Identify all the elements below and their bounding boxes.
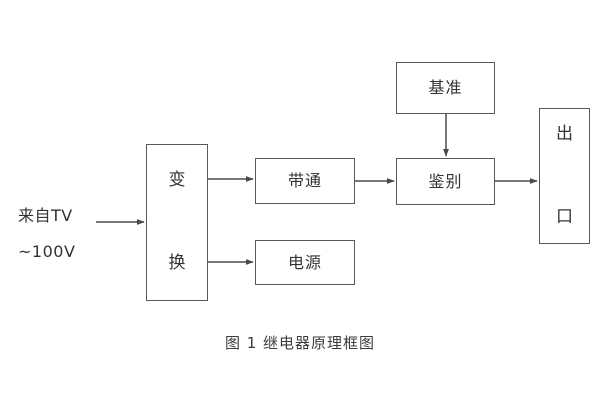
block-discriminate[interactable]: 鉴别 [396,158,495,205]
source-label-line1: 来自TV [18,206,73,225]
block-power-supply-label: 电源 [287,252,322,272]
block-output-label: 出 口 [556,123,573,227]
source-label-line2: ~100V [18,242,76,261]
block-bandpass-label: 带通 [287,171,322,190]
block-reference[interactable]: 基准 [396,62,495,114]
block-convert[interactable]: 变 换 [146,144,208,301]
block-power-supply[interactable]: 电源 [255,240,355,285]
figure-caption: 图 1 继电器原理框图 [224,334,376,352]
block-discriminate-label: 鉴别 [428,171,463,191]
block-reference-label: 基准 [428,78,463,97]
block-output[interactable]: 出 口 [539,108,590,244]
block-convert-label: 变 换 [168,170,186,274]
block-bandpass[interactable]: 带通 [255,158,355,204]
